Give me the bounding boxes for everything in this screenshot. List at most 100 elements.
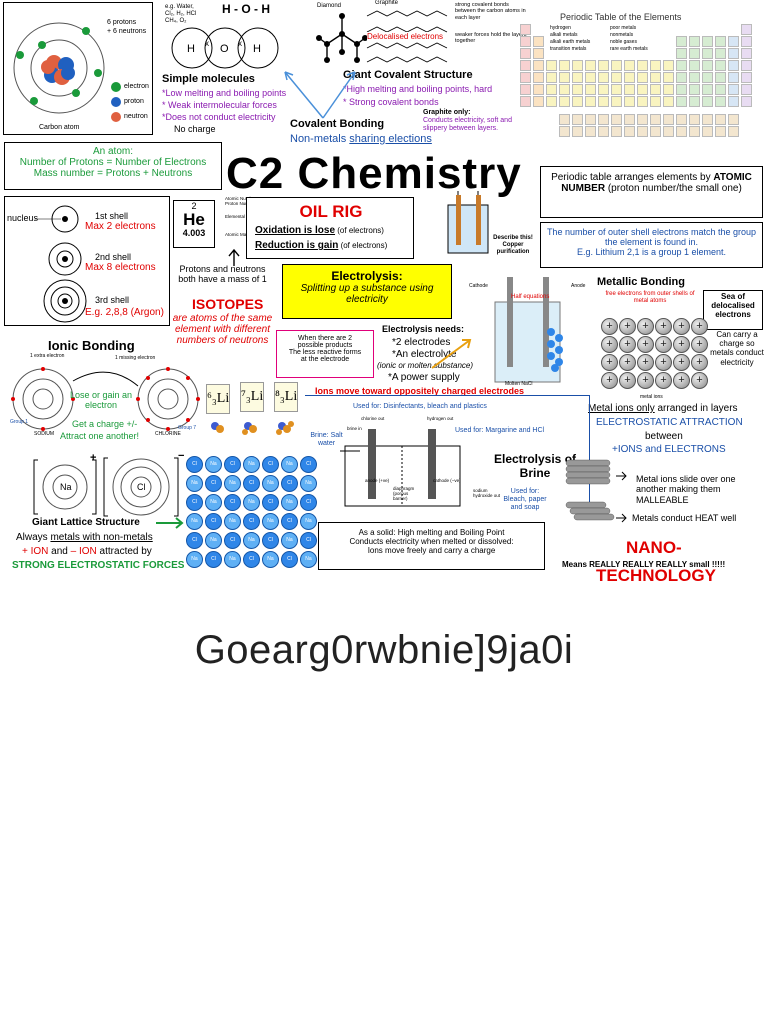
lattice-title: Giant Lattice Structure — [32, 517, 140, 528]
helium-label-3: Atomic Mass in amu — [225, 232, 266, 237]
element-cell — [533, 72, 544, 83]
brine-in-label: brine in — [347, 426, 362, 431]
group1-label: Group 1 — [10, 419, 29, 425]
element-cell — [598, 84, 609, 95]
svg-text:O: O — [220, 43, 229, 55]
element-cell — [533, 60, 544, 71]
element-cell — [663, 96, 674, 107]
helium-arrow — [228, 248, 240, 266]
lattice-line1-underlined: metals with non-metals — [50, 532, 153, 543]
oil-rig-title: OIL RIG — [299, 202, 363, 221]
element-cell — [702, 96, 713, 107]
element-cell — [741, 36, 752, 47]
lattice-ion: Na — [186, 475, 203, 492]
group7-label: Group 7 — [178, 425, 197, 431]
lattice-ion: Cl — [186, 456, 203, 473]
key-proton: proton — [124, 98, 144, 105]
element-cell — [520, 72, 531, 83]
metal-ion: + — [673, 354, 690, 371]
element-cell — [715, 48, 726, 59]
element-cell — [702, 60, 713, 71]
element-cell — [637, 96, 648, 107]
covalent-subtitle: Non-metals sharing elections — [290, 133, 432, 145]
electrolysis-cell-diagram: Half equations Cathode Anode Molten NaCl — [455, 272, 595, 392]
electrolysis-cell-icon — [494, 277, 563, 383]
legend-alkali-earth: alkali earth metals — [550, 39, 591, 45]
ionic-solid-box: As a solid: High melting and Boiling Poi… — [318, 522, 545, 570]
brine-title: Electrolysis of Brine — [493, 452, 577, 480]
lattice-ion: Na — [224, 475, 241, 492]
element-cell — [676, 60, 687, 71]
lattice-ion: Na — [205, 494, 222, 511]
element-cell — [650, 84, 661, 95]
element-cell — [533, 96, 544, 107]
element-cell — [637, 84, 648, 95]
atom-definition-box: An atom: Number of Protons = Number of E… — [4, 142, 222, 190]
sea-electrons-box: Sea of delocalised electrons — [703, 290, 763, 330]
element-cell — [624, 60, 635, 71]
metal-ion: + — [691, 354, 708, 371]
lattice-ion: Na — [186, 513, 203, 530]
rare-earth-cell — [728, 114, 739, 125]
lattice-ion: Cl — [281, 475, 298, 492]
needs-title: Electrolysis needs: — [382, 324, 465, 334]
lattice-ion: Cl — [243, 551, 260, 568]
element-cell — [676, 36, 687, 47]
lattice-ion: Cl — [205, 475, 222, 492]
cathode-label: Cathode — [469, 283, 488, 289]
rare-earth-cell — [559, 114, 570, 125]
metal-lattice: ++++++++++++++++++++++++ — [601, 318, 711, 398]
ionic-bonding-title: Ionic Bonding — [48, 338, 135, 353]
rare-earth-cell — [702, 126, 713, 137]
element-cell — [663, 60, 674, 71]
isotope-card-3: ⁸₃Li — [274, 382, 298, 412]
example-2: Cl₂, H₂, HCl — [165, 11, 197, 17]
svg-text:x: x — [238, 39, 242, 48]
solid-line-3: Ions move freely and carry a charge — [367, 546, 496, 555]
rare-earth-cell — [663, 114, 674, 125]
rare-earth-cell — [572, 126, 583, 137]
two-products-1: When there are 2 — [297, 335, 353, 342]
element-cell — [689, 72, 700, 83]
helium-number: 2 — [191, 201, 197, 211]
element-cell — [702, 72, 713, 83]
rare-earth-cell — [572, 114, 583, 125]
covalent-bonding-title: Covalent Bonding — [290, 118, 385, 130]
element-cell — [533, 84, 544, 95]
metal-arrows — [616, 471, 627, 523]
electrostatic-forces: STRONG ELECTROSTATIC FORCES — [12, 560, 185, 571]
metal-ion: + — [601, 318, 618, 335]
nano-title-2: TECHNOLOGY — [596, 566, 716, 585]
chlorine-out-label: chlorine out — [361, 416, 385, 421]
element-cell — [559, 60, 570, 71]
element-cell — [624, 84, 635, 95]
brine-label: Brine: Salt water — [310, 432, 343, 448]
helium-mass: 4.003 — [182, 228, 206, 238]
rare-earth-cell — [624, 114, 635, 125]
need-2: *An electrolyte — [392, 349, 457, 360]
metal-ion: + — [655, 336, 672, 353]
element-cell — [728, 96, 739, 107]
reduction-bold: Reduction is gain — [255, 240, 339, 251]
lattice-ion: Cl — [281, 513, 298, 530]
rare-earth-cell — [598, 126, 609, 137]
sodium-label: SODIUM — [34, 431, 54, 437]
element-cell — [559, 72, 570, 83]
metal-ion: + — [637, 336, 654, 353]
element-cell — [676, 84, 687, 95]
copper-beaker-icon — [447, 191, 489, 254]
key-electron: electron — [124, 83, 149, 90]
needs-arrow — [431, 339, 472, 369]
ionic-atoms-diagram — [11, 367, 200, 431]
metal-ion: + — [691, 318, 708, 335]
periodic-table-grid — [520, 24, 765, 160]
metal-ion: + — [691, 372, 708, 389]
and-label: and — [48, 546, 71, 557]
lattice-ion: Cl — [262, 494, 279, 511]
outer-shell-box: The number of outer shell electrons matc… — [540, 222, 763, 268]
helium-card: 2 He 4.003 — [173, 200, 215, 248]
electrolysis-definition: Electrolysis: Splitting up a substance u… — [282, 264, 452, 319]
element-cell — [728, 72, 739, 83]
nano-title: NANO- — [626, 538, 682, 557]
metal-ion: + — [619, 336, 636, 353]
